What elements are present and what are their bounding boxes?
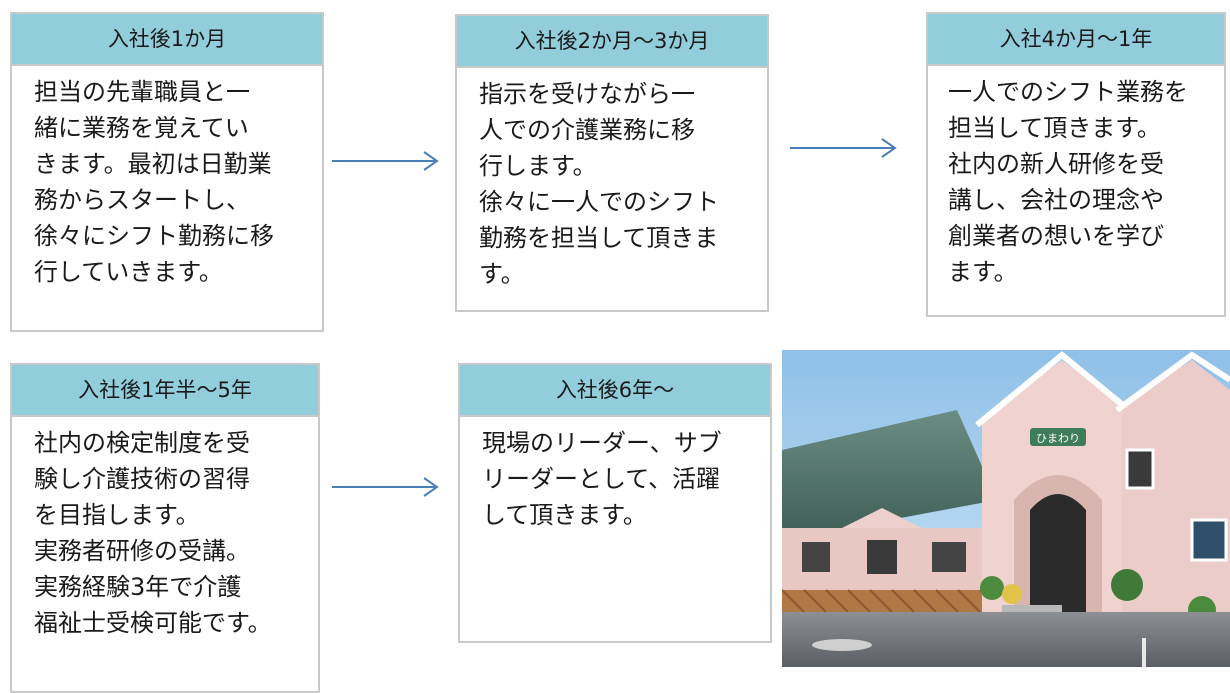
step-description: 現場のリーダー、サブ リーダーとして、活躍 して頂きます。 xyxy=(482,429,722,529)
step-title: 入社4か月～1年 xyxy=(928,14,1224,66)
step-title: 入社後2か月～3か月 xyxy=(457,16,767,68)
arrow-right-icon xyxy=(332,477,439,497)
step-description: 担当の先輩職員と一 緒に業務を覚えてい きます。最初は日勤業 務からスタートし、… xyxy=(34,78,274,286)
step-description: 指示を受けながら一 人での介護業務に移 行します。 徐々に一人でのシフト 勤務を… xyxy=(479,80,719,288)
step-title: 入社後1年半～5年 xyxy=(12,365,318,417)
step-title: 入社後6年～ xyxy=(460,365,770,417)
step-description: 社内の検定制度を受 験し介護技術の習得 を目指します。 実務者研修の受講。 実務… xyxy=(34,429,272,637)
arrow-right-icon xyxy=(332,151,439,171)
facility-photo: ひまわり xyxy=(782,350,1230,667)
building-illustration: ひまわり xyxy=(782,350,1230,667)
step-card-3: 入社4か月～1年 一人でのシフト業務を 担当して頂きます。 社内の新人研修を受 … xyxy=(926,12,1226,317)
step-card-5: 入社後6年～ 現場のリーダー、サブ リーダーとして、活躍 して頂きます。 xyxy=(458,363,772,643)
arrow-right-icon xyxy=(790,138,897,158)
step-card-1: 入社後1か月 担当の先輩職員と一 緒に業務を覚えてい きます。最初は日勤業 務か… xyxy=(10,12,324,332)
step-card-2: 入社後2か月～3か月 指示を受けながら一 人での介護業務に移 行します。 徐々に… xyxy=(455,14,769,312)
step-title: 入社後1か月 xyxy=(12,14,322,66)
step-description: 一人でのシフト業務を 担当して頂きます。 社内の新人研修を受 講し、会社の理念や… xyxy=(948,78,1188,286)
step-card-4: 入社後1年半～5年 社内の検定制度を受 験し介護技術の習得 を目指します。 実務… xyxy=(10,363,320,693)
facility-sign: ひまわり xyxy=(1036,432,1080,445)
